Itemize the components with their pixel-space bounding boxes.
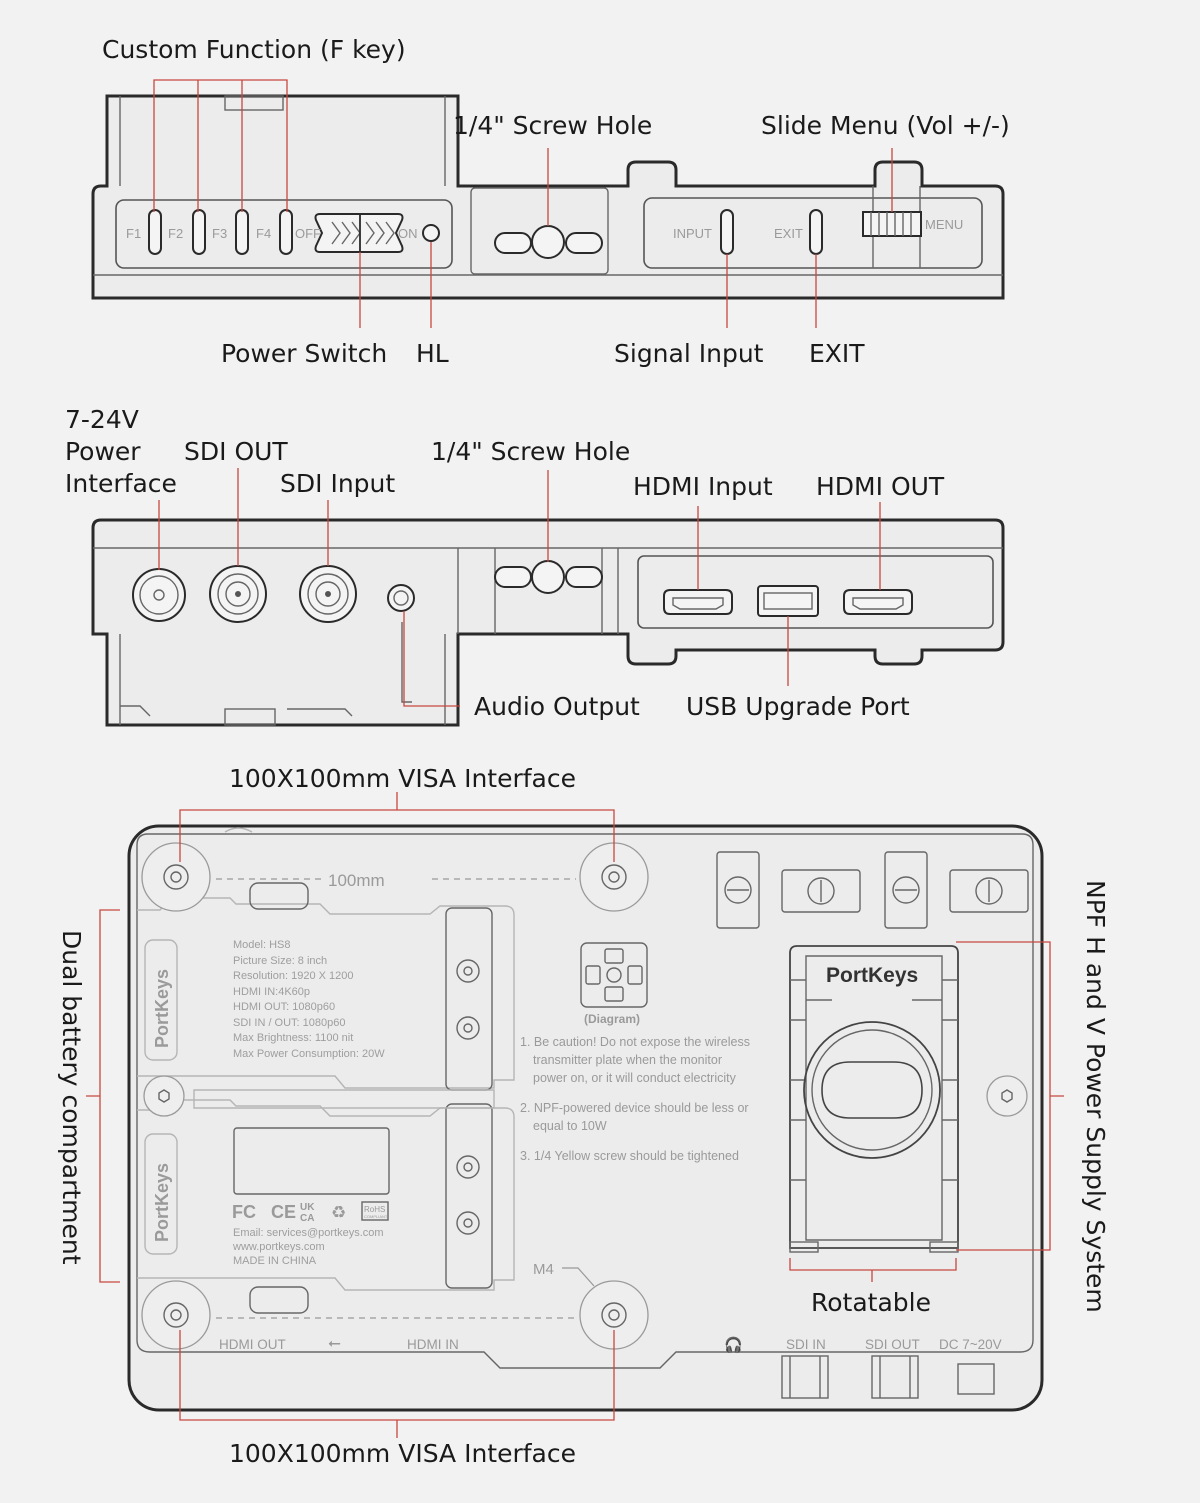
- f3-text: F3: [212, 226, 227, 241]
- note-line: 1. Be caution! Do not expose the wireles…: [520, 1035, 750, 1049]
- exit-text: EXIT: [774, 226, 803, 241]
- diagram-icon: [580, 942, 648, 1008]
- m4-text: M4: [533, 1261, 554, 1278]
- port-text-dc: DC 7~20V: [939, 1337, 1002, 1352]
- screw-hole-label-bottom: 1/4" Screw Hole: [431, 437, 630, 466]
- hl-label: HL: [416, 339, 449, 368]
- screw-hole-bottom: [494, 560, 603, 594]
- rohs-compliant: COMPLIANT: [364, 1214, 388, 1219]
- spec-line: Max Power Consumption: 20W: [233, 1048, 385, 1060]
- power-interface-label-line3: Interface: [65, 469, 177, 498]
- exit-label: EXIT: [809, 339, 865, 368]
- dimension-text: 100mm: [328, 871, 385, 890]
- spec-line: Model: HS8: [233, 939, 290, 951]
- power-switch[interactable]: [314, 213, 404, 253]
- spec-line: Resolution: 1920 X 1200: [233, 970, 353, 982]
- power-switch-label: Power Switch: [221, 339, 387, 368]
- headphone-icon: 🎧: [724, 1336, 743, 1354]
- sdi-input-label: SDI Input: [280, 469, 395, 498]
- rohs-mark: RoHS: [364, 1205, 385, 1214]
- hdmi-input-port: [663, 589, 733, 615]
- dual-battery-label: Dual battery compartment: [57, 930, 86, 1265]
- usb-upgrade-label: USB Upgrade Port: [686, 692, 910, 721]
- slide-menu-wheel[interactable]: [862, 211, 922, 237]
- menu-text: MENU: [925, 217, 963, 232]
- hdmi-input-label: HDMI Input: [633, 472, 773, 501]
- f2-button[interactable]: [192, 209, 206, 255]
- sdi-input-port: [299, 565, 357, 623]
- recycle-icon: ♻: [331, 1203, 346, 1222]
- spec-line: SDI IN / OUT: 1080p60: [233, 1017, 346, 1029]
- sdi-out-port: [209, 565, 267, 623]
- slide-menu-label: Slide Menu (Vol +/-): [761, 111, 1010, 140]
- certification-marks: FC CE UK CA ♻ RoHS COMPLIANT: [232, 1201, 389, 1224]
- off-text: OFF: [295, 226, 321, 241]
- spec-line: HDMI IN:4K60p: [233, 986, 310, 998]
- f1-text: F1: [126, 226, 141, 241]
- f4-text: F4: [256, 226, 271, 241]
- spec-list: Model: HS8 Picture Size: 8 inch Resoluti…: [233, 939, 385, 1060]
- note-line: equal to 10W: [533, 1119, 607, 1133]
- note-line: 3. 1/4 Yellow screw should be tightened: [520, 1149, 739, 1163]
- spec-line: Picture Size: 8 inch: [233, 955, 327, 967]
- port-text-sdi-in: SDI IN: [786, 1337, 826, 1352]
- fcc-mark: FC: [232, 1202, 256, 1222]
- note-line: 2. NPF-powered device should be less or: [520, 1101, 749, 1115]
- brand-vertical-1: PortKeys: [152, 969, 172, 1048]
- spec-line: Max Brightness: 1100 nit: [233, 1032, 353, 1044]
- hdmi-out-label: HDMI OUT: [816, 472, 945, 501]
- exit-button[interactable]: [809, 209, 823, 255]
- screw-hole-label-top: 1/4" Screw Hole: [453, 111, 652, 140]
- f2-text: F2: [168, 226, 183, 241]
- input-button[interactable]: [720, 209, 734, 255]
- npf-label: NPF H and V Power Supply System: [1081, 880, 1110, 1313]
- audio-output-port: [387, 584, 415, 612]
- spec-line: HDMI OUT: 1080p60: [233, 1001, 335, 1013]
- sdi-out-label: SDI OUT: [184, 437, 288, 466]
- power-interface-label-line1: 7-24V: [65, 405, 139, 434]
- audio-output-label: Audio Output: [474, 692, 640, 721]
- port-text-sdi-out: SDI OUT: [865, 1337, 920, 1352]
- connector-stubs: [781, 1355, 995, 1399]
- website-text: www.portkeys.com: [232, 1241, 325, 1253]
- usb-upgrade-port: [757, 585, 819, 617]
- caution-notes: 1. Be caution! Do not expose the wireles…: [520, 1035, 750, 1163]
- vesa-holes: [141, 842, 1028, 1350]
- diagram-caption: (Diagram): [584, 1012, 640, 1026]
- note-line: power on, or it will conduct electricity: [533, 1071, 737, 1085]
- back-view: 100mm PortKeys PortKeys Model: HS8 Pictu…: [57, 764, 1110, 1468]
- visa-label-bottom: 100X100mm VISA Interface: [229, 1439, 576, 1468]
- hl-indicator: [422, 224, 440, 242]
- hdmi-out-port: [843, 589, 913, 615]
- brand-vertical-2: PortKeys: [152, 1163, 172, 1242]
- ukca-mark-top: UK: [300, 1202, 315, 1213]
- mount-clips: [716, 851, 1029, 929]
- port-text-hdmi-out: HDMI OUT: [219, 1337, 286, 1352]
- ce-mark: CE: [271, 1202, 296, 1222]
- email-text: Email: services@portkeys.com: [233, 1227, 384, 1239]
- top-view: F1 F2 F3 F4 OFF ON INPUT EXIT MENU: [91, 35, 1010, 368]
- origin-text: MADE IN CHINA: [233, 1255, 317, 1267]
- custom-function-label: Custom Function (F key): [102, 35, 406, 64]
- portkeys-logo: PortKeys: [826, 964, 918, 987]
- rotatable-label: Rotatable: [811, 1288, 931, 1317]
- signal-input-label: Signal Input: [614, 339, 764, 368]
- visa-label-top: 100X100mm VISA Interface: [229, 764, 576, 793]
- input-text: INPUT: [673, 226, 712, 241]
- power-interface-port: [132, 568, 186, 622]
- note-line: transmitter plate when the monitor: [533, 1053, 722, 1067]
- port-text-hdmi-in: HDMI IN: [407, 1337, 459, 1352]
- usb-icon: ⭠: [328, 1335, 341, 1352]
- npf-battery-plate: [789, 945, 959, 1253]
- f4-button[interactable]: [279, 209, 293, 255]
- on-text: ON: [398, 226, 418, 241]
- power-interface-label-line2: Power: [65, 437, 141, 466]
- ukca-mark-bottom: CA: [300, 1213, 314, 1224]
- bottom-view: 7-24V Power Interface SDI OUT SDI Input …: [65, 405, 1005, 727]
- f3-button[interactable]: [235, 209, 249, 255]
- f1-button[interactable]: [148, 209, 162, 255]
- label-window: [233, 1127, 390, 1195]
